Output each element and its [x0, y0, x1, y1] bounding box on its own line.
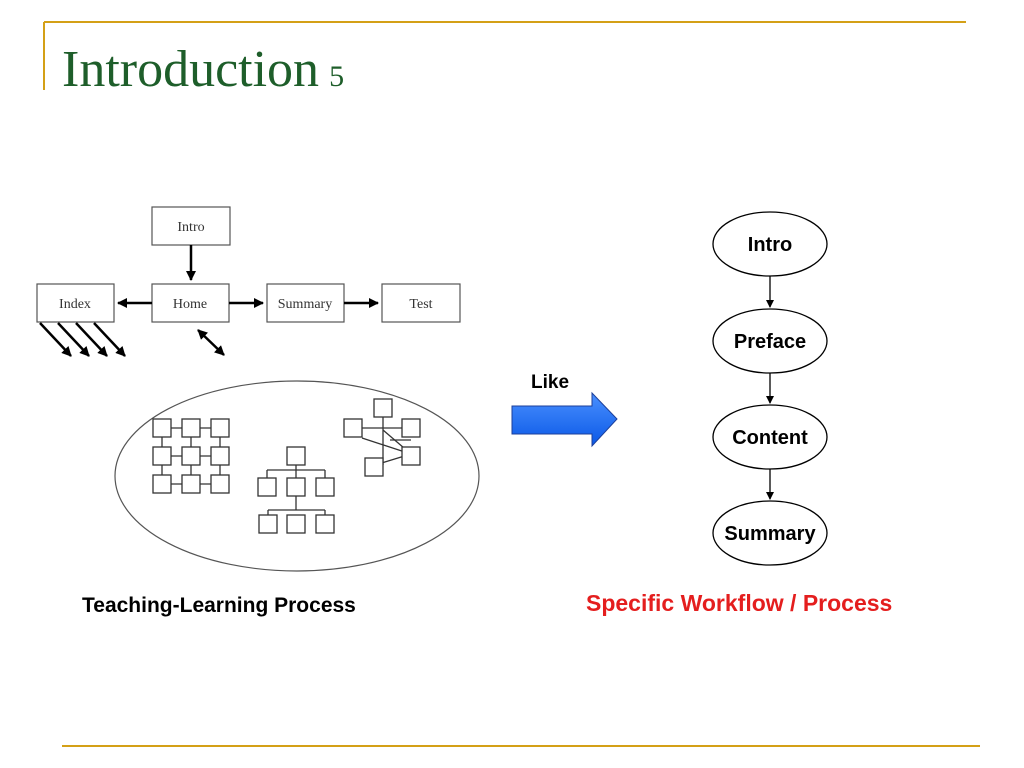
workflow-step-preface-label: Preface — [734, 331, 806, 353]
node-test-label: Test — [409, 297, 432, 312]
network-module-cluster — [343, 398, 421, 477]
node-intro-box: Intro — [151, 206, 231, 246]
arrow-home-to-content-pool — [197, 329, 225, 356]
title-text: Introduction — [62, 41, 320, 98]
title-number: 5 — [329, 60, 345, 93]
tree-module-cluster — [257, 446, 335, 534]
workflow-step-summary-label: Summary — [724, 523, 816, 545]
node-home-label: Home — [173, 297, 207, 312]
slide-title: Introduction 5 — [62, 44, 344, 96]
node-summary-label: Summary — [278, 297, 332, 312]
like-label: Like — [531, 372, 569, 393]
like-arrow-shape — [511, 391, 618, 448]
left-diagram-caption: Teaching-Learning Process — [82, 594, 356, 617]
node-index-box: Index — [36, 283, 115, 323]
node-summary-box: Summary — [266, 283, 345, 323]
grid-module-cluster — [152, 418, 230, 494]
node-intro-label: Intro — [177, 220, 204, 235]
workflow-step-intro-label: Intro — [748, 234, 792, 256]
node-test-box: Test — [381, 283, 461, 323]
node-index-label: Index — [59, 297, 91, 312]
workflow-step-content-label: Content — [732, 427, 808, 449]
workflow-caption: Specific Workflow / Process — [586, 590, 893, 616]
workflow-step-summary — [712, 500, 828, 566]
index-outgoing-arrows — [39, 322, 126, 357]
